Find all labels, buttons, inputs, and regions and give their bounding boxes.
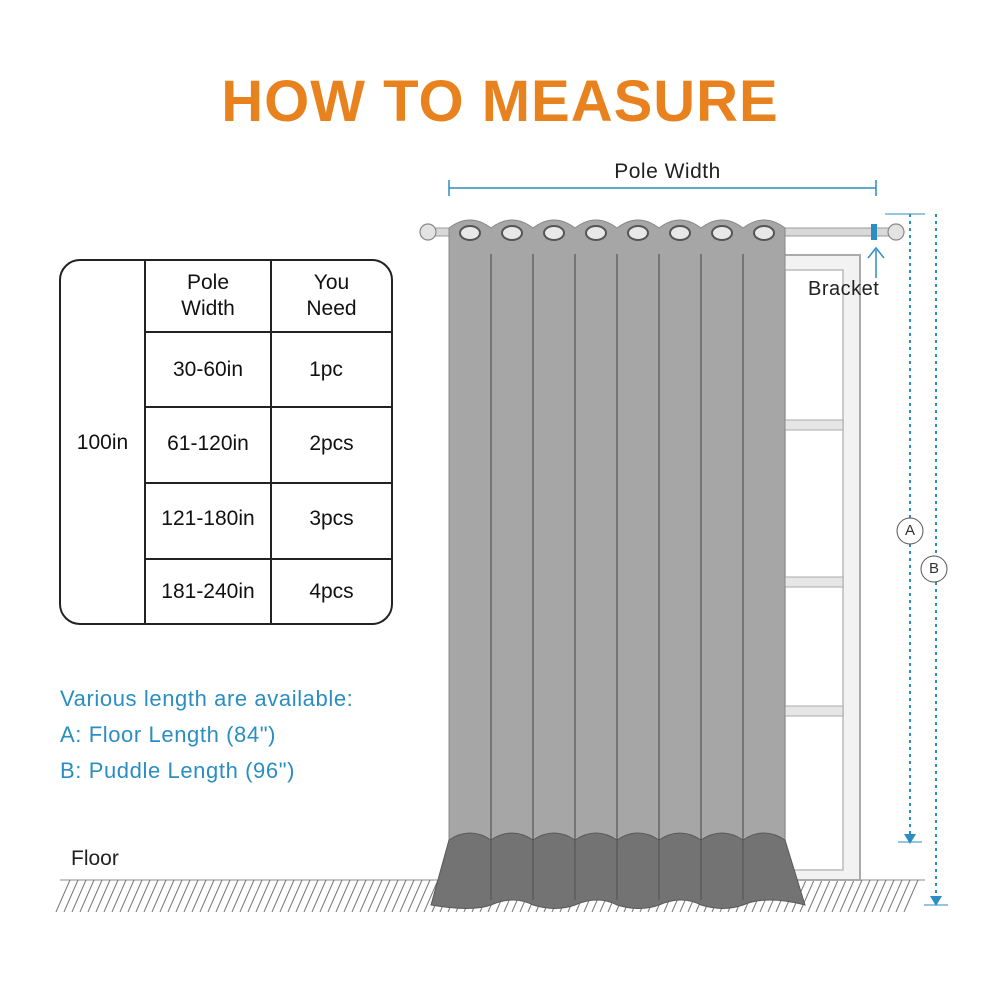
table-header-you-need: You Need [306,271,357,320]
floor-hatch-line [303,879,319,913]
floor-hatch-line [247,879,263,913]
floor-hatch-line [399,879,415,913]
grommet-ring [459,225,481,241]
floor-hatch-line [111,879,127,913]
grommet-ring [543,225,565,241]
table-cell-qty: 1pc [309,358,343,381]
floor-hatch-line [351,879,367,913]
floor-hatch-line [807,879,823,913]
floor-hatch-line [55,879,71,913]
floor-hatch-line [855,879,871,913]
floor-hatch-line [391,879,407,913]
floor-hatch-line [231,879,247,913]
table-row-label: 100in [76,431,129,454]
floor-hatch-line [119,879,135,913]
bracket-label: Bracket [808,278,880,300]
floor-label: Floor [71,847,119,870]
floor-hatch-line [327,879,343,913]
floor-hatch-line [383,879,399,913]
grommet-ring [585,225,607,241]
table-cell-width: 61-120in [167,432,249,455]
floor-hatch-line [847,879,863,913]
bracket-marker [867,224,885,278]
floor-hatch-line [343,879,359,913]
grommet-ring [711,225,733,241]
floor-hatch-line [63,879,79,913]
floor-hatch-line [207,879,223,913]
table-header-pole-width: Pole Width [181,271,235,320]
floor-hatch-line [295,879,311,913]
table-cell-qty: 3pcs [309,507,354,530]
floor-hatch-line [815,879,831,913]
floor-hatch-line [79,879,95,913]
floor-hatch-line [255,879,271,913]
floor-hatch-line [887,879,903,913]
floor-hatch-line [263,879,279,913]
floor-hatch-line [335,879,351,913]
page-title: HOW TO MEASURE [221,69,779,134]
table-cell-qty: 4pcs [309,580,354,603]
floor-hatch-line [127,879,143,913]
marker-b-label: B [928,560,939,577]
table-cell-qty: 2pcs [309,432,354,455]
floor-hatch-line [135,879,151,913]
floor-hatch-line [191,879,207,913]
floor-hatch-line [223,879,239,913]
floor-hatch-line [799,879,815,913]
floor-length-note: A: Floor Length (84") [60,722,277,747]
floor-hatch-line [271,879,287,913]
table-cell-width: 30-60in [172,358,244,381]
floor-hatch-line [823,879,839,913]
floor-hatch-line [143,879,159,913]
floor-hatch-line [375,879,391,913]
grommet-ring [753,225,775,241]
floor-hatch-line [183,879,199,913]
sizing-table-frame [59,259,393,625]
grommet-ring [501,225,523,241]
floor-hatch-line [367,879,383,913]
grommet-ring [627,225,649,241]
table-cell-width: 181-240in [161,580,255,603]
pole-width-dimension [448,180,877,196]
floor-hatch-line [95,879,111,913]
floor-hatch-line [71,879,87,913]
floor-hatch-line [879,879,895,913]
floor-hatch-line [415,879,431,913]
floor-hatch-line [311,879,327,913]
puddle-length-note: B: Puddle Length (96") [60,758,296,783]
floor-hatch-line [239,879,255,913]
dimension-b [920,214,948,906]
floor-hatch-line [87,879,103,913]
floor-hatch-line [863,879,879,913]
floor-hatch-line [319,879,335,913]
floor-hatch-line [175,879,191,913]
floor-hatch-line [103,879,119,913]
floor-hatch-line [831,879,847,913]
pole-width-label: Pole Width [614,160,721,183]
grommet-ring [669,225,691,241]
floor-hatch-line [359,879,375,913]
floor-hatch-line [199,879,215,913]
floor-hatch-line [895,879,911,913]
floor-hatch-line [167,879,183,913]
floor-hatch-line [423,879,439,913]
floor-hatch-line [287,879,303,913]
floor-hatch-line [839,879,855,913]
floor-hatch-line [871,879,887,913]
floor-hatch-line [903,879,919,913]
curtain-panel [430,219,806,909]
floor-hatch-line [407,879,423,913]
table-cell-width: 121-180in [161,507,255,530]
marker-a-label: A [904,522,915,539]
floor-hatch-line [159,879,175,913]
dimension-a [885,213,925,844]
lengths-available-note: Various length are available: [60,686,354,711]
floor-hatch-line [279,879,295,913]
floor-hatch-line [215,879,231,913]
floor-hatch-line [151,879,167,913]
